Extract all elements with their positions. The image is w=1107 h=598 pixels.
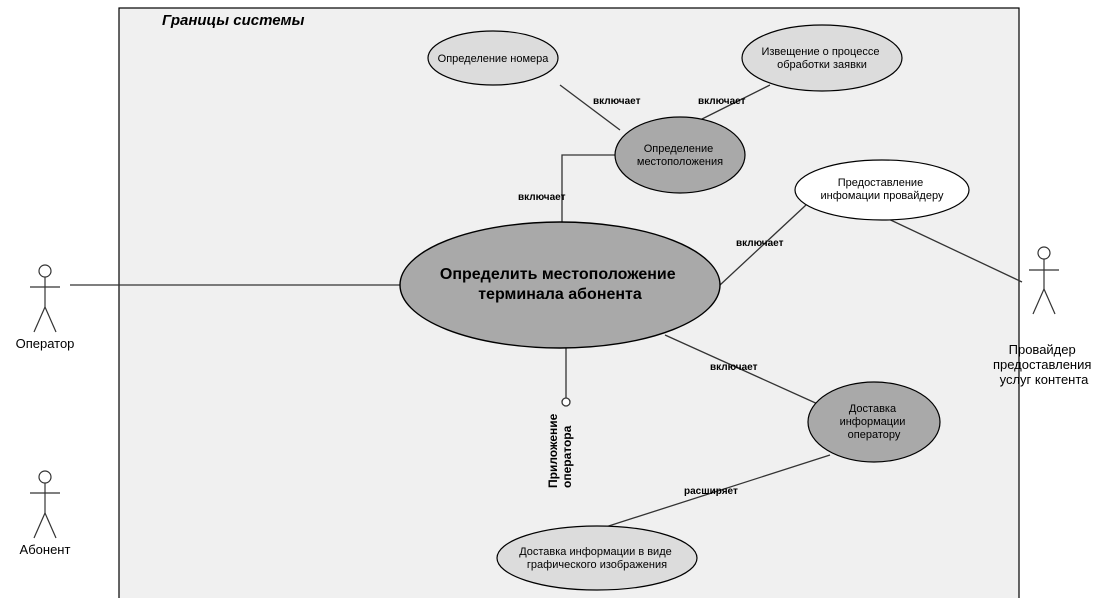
interface-lollipop (561, 397, 571, 407)
use-case-provider-info-ellipse (794, 159, 970, 221)
use-case-location-label: Определение местоположения (637, 143, 723, 168)
actor-provider-line-3: услуг контента (1000, 372, 1090, 387)
actor-operator (30, 264, 60, 333)
relation-label-extend-graphic: расширяет (684, 486, 738, 497)
relation-label-include-location: включает (518, 192, 566, 203)
use-case-number-label: Определение номера (438, 53, 550, 65)
use-case-provider-info-line-1: Предоставление (838, 177, 923, 189)
use-case-delivery-operator-ellipse (807, 381, 941, 463)
use-case-main-label: Определить местоположение терминала абон… (440, 266, 680, 303)
use-case-main-line-1: Определить местоположение (440, 266, 676, 283)
use-case-delivery-operator-line-3: оператору (848, 429, 901, 441)
connectors (70, 84, 1023, 533)
actor-provider-label: Провайдер предоставления услуг контента (993, 342, 1095, 387)
relation-label-include-notify: включает (698, 96, 746, 107)
use-case-provider-info-line-2: инфомации провайдеру (821, 190, 944, 202)
actor-provider-head (1037, 246, 1051, 260)
use-case-notify-ellipse (741, 24, 903, 92)
use-case-main-ellipse (399, 221, 721, 349)
use-case-delivery-graphic-label: Доставка информации в виде графического … (519, 546, 675, 571)
link-location-main (561, 154, 618, 222)
interface-label: Приложение оператора (546, 410, 574, 488)
actor-provider (1029, 246, 1059, 315)
actor-subscriber (30, 470, 60, 539)
use-case-number-ellipse (427, 30, 559, 86)
link-delivery-main (664, 334, 821, 406)
use-case-delivery-operator-label: Доставка информации оператору (840, 403, 909, 441)
actor-subscriber-head (38, 470, 52, 484)
system-boundary-label: Границы системы (162, 12, 305, 29)
actor-subscriber-label: Абонент (20, 542, 71, 557)
use-case-notify-line-1: Извещение о процессе (761, 46, 879, 58)
link-provider-info-main (719, 204, 807, 286)
use-case-delivery-graphic-line-1: Доставка информации в виде (519, 546, 672, 558)
use-case-delivery-graphic-line-2: графического изображения (527, 559, 667, 571)
actor-operator-label: Оператор (16, 336, 75, 351)
relation-label-include-delivery: включает (710, 362, 758, 373)
use-case-location-ellipse (614, 116, 746, 194)
use-case-main-line-2: терминала абонента (478, 286, 642, 303)
use-case-delivery-operator-line-1: Доставка (849, 403, 897, 415)
use-case-notify-line-2: обработки заявки (777, 59, 867, 71)
link-notify-location (689, 84, 771, 126)
relation-label-include-number: включает (593, 96, 641, 107)
use-case-delivery-graphic-ellipse (496, 525, 698, 591)
use-case-location-line-2: местоположения (637, 156, 723, 168)
link-graphic-delivery (589, 454, 831, 533)
interface-label-line-2: оператора (560, 425, 574, 488)
relation-label-include-provider-info: включает (736, 238, 784, 249)
interface-label-line-1: Приложение (546, 413, 560, 488)
use-case-notify-label: Извещение о процессе обработки заявки (761, 46, 882, 71)
link-number-location (559, 84, 621, 131)
use-case-location-line-1: Определение (644, 143, 714, 155)
use-case-provider-info-label: Предоставление инфомации провайдеру (821, 177, 944, 202)
actor-provider-line-2: предоставления (993, 357, 1091, 372)
use-case-delivery-operator-line-2: информации (840, 416, 906, 428)
actor-operator-head (38, 264, 52, 278)
actor-provider-line-1: Провайдер (1009, 342, 1076, 357)
provider-association (879, 214, 1023, 283)
